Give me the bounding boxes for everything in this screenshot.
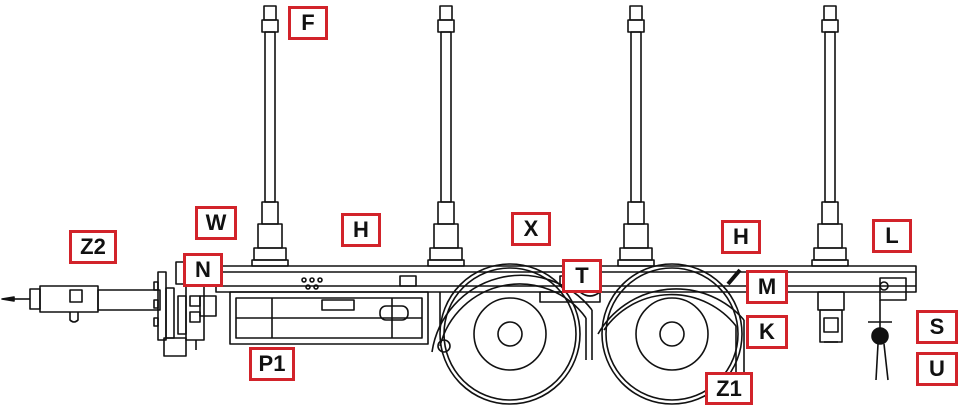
drawbar [1, 271, 187, 357]
rear-wheel [597, 263, 745, 405]
label-p1: P1 [249, 347, 295, 381]
label-u: U [916, 352, 958, 386]
stake-1 [251, 5, 289, 267]
label-k: K [746, 315, 788, 349]
label-n: N [183, 253, 223, 287]
label-h-right: H [721, 220, 761, 254]
label-m: M [746, 270, 788, 304]
label-s: S [916, 310, 958, 344]
stake-4 [811, 5, 849, 267]
stake-3 [617, 5, 655, 267]
label-z2: Z2 [69, 230, 117, 264]
stake-2 [427, 5, 465, 267]
label-z1: Z1 [705, 372, 753, 405]
rear-equipment [817, 277, 907, 381]
toolbox [229, 291, 429, 345]
label-h-left: H [341, 213, 381, 247]
label-t: T [562, 259, 602, 293]
label-x: X [511, 212, 551, 246]
label-f: F [288, 6, 328, 40]
label-w: W [195, 206, 237, 240]
label-l: L [872, 219, 912, 253]
